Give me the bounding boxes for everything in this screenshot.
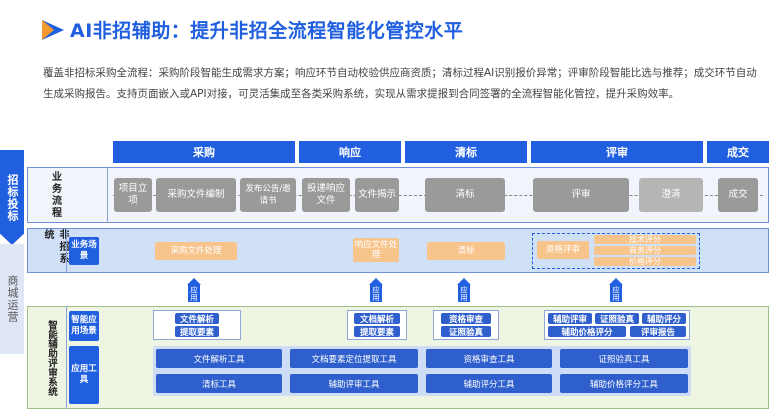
app-extract-elements-2[interactable]: 提取要素: [354, 326, 400, 338]
divider: [107, 167, 108, 223]
arrow-up-icon: [187, 278, 201, 285]
app-group-procurement: [153, 310, 241, 340]
apply-arrow-label: 应用: [610, 285, 622, 302]
app-review-report[interactable]: 评审报告: [630, 326, 686, 338]
system-item-procurement-doc: 采购文件处理: [155, 242, 237, 260]
step-clearing: 清标: [425, 178, 505, 212]
app-assist-review[interactable]: 辅助评审: [548, 313, 592, 325]
app-qualification-check[interactable]: 资格审查: [441, 313, 491, 325]
step-clarify: 澄清: [639, 178, 703, 212]
arrow-up-icon: [369, 278, 383, 285]
system-label: 非招系统: [42, 229, 68, 265]
divider: [66, 228, 67, 273]
arrow-up-icon: [609, 278, 623, 285]
tool-file-parse[interactable]: 文件解析工具: [156, 349, 282, 368]
apply-arrow-label: 应用: [370, 285, 382, 302]
app-assist-score[interactable]: 辅助评分: [642, 313, 686, 325]
step-procurement-doc: 采购文件编制: [156, 178, 236, 212]
app-document-parse[interactable]: 文档解析: [354, 313, 400, 325]
step-publish-notice: 发布公告/邀请书: [240, 178, 296, 212]
phase-response: 响应: [299, 141, 401, 163]
app-license-verify-2[interactable]: 证照验真: [595, 313, 639, 325]
page-title: AI非招辅助：提升非招全流程智能化管控水平: [70, 20, 464, 42]
tool-assist-score[interactable]: 辅助评分工具: [426, 374, 552, 393]
app-extract-elements[interactable]: 提取要素: [175, 326, 219, 338]
system-item-qualification: 资格评审: [537, 241, 589, 259]
tool-assist-review[interactable]: 辅助评审工具: [290, 374, 418, 393]
tool-license-verify[interactable]: 证照验真工具: [560, 349, 688, 368]
scenario-tag: 业务场景: [69, 237, 99, 265]
step-doc-reveal: 文件揭示: [355, 178, 399, 212]
step-project-initiation: 项目立项: [114, 178, 152, 212]
system-item-price-score: 价格评分: [594, 257, 696, 266]
phase-deal: 成交: [707, 141, 769, 163]
ai-assist-label: 智能辅助评审系统: [46, 320, 57, 396]
logo-icon: [42, 20, 64, 40]
app-scenario-tag: 智能应用场景: [69, 311, 99, 341]
system-item-tech-score: 技术评分: [594, 235, 696, 244]
apply-arrow-label: 应用: [458, 285, 470, 302]
phase-clearing: 清标: [405, 141, 527, 163]
tool-element-extract[interactable]: 文档要素定位提取工具: [290, 349, 418, 368]
page-description: 覆盖非招标采购全流程：采购阶段智能生成需求方案；响应环节自动校验供应商资质；清标…: [43, 67, 757, 100]
phase-review: 评审: [531, 141, 703, 163]
divider: [66, 306, 67, 409]
business-flow-label: 业务流程: [49, 171, 61, 219]
tool-clearing[interactable]: 清标工具: [156, 374, 282, 393]
arrow-up-icon: [457, 278, 471, 285]
app-tools-tag: 应用工具: [69, 346, 99, 404]
tool-assist-price-score[interactable]: 辅助价格评分工具: [560, 374, 688, 393]
step-deal: 成交: [718, 178, 758, 212]
review-group: [532, 233, 700, 269]
step-submit-response: 投递响应文件: [302, 178, 350, 212]
tab-bidding[interactable]: 招标投标: [0, 150, 24, 245]
tool-qualification-check[interactable]: 资格审查工具: [426, 349, 552, 368]
step-review: 评审: [533, 178, 629, 212]
apply-arrow-label: 应用: [188, 285, 200, 302]
system-item-response-doc: 响应文件处理: [353, 238, 399, 262]
app-license-verify[interactable]: 证照验真: [441, 326, 491, 338]
app-doc-parse[interactable]: 文件解析: [175, 313, 219, 325]
tab-mall-operation[interactable]: 商城运营: [0, 244, 24, 354]
phase-procurement: 采购: [113, 141, 295, 163]
system-item-business-score: 商务评分: [594, 246, 696, 255]
system-item-clearing: 清标: [427, 242, 505, 260]
app-assist-price-score[interactable]: 辅助价格评分: [548, 326, 626, 338]
